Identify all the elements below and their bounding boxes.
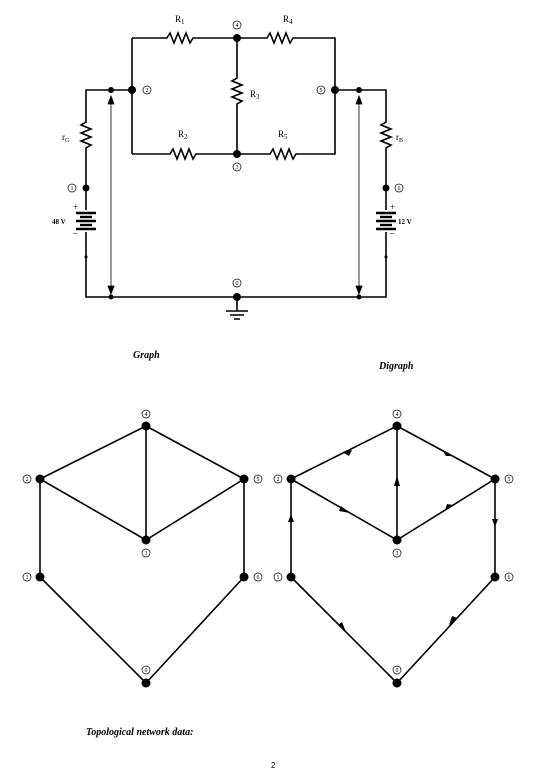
digraph-node-0: 0 (396, 668, 399, 674)
digraph-node-2: 2 (277, 477, 280, 483)
graph-node-2: 2 (26, 477, 29, 483)
graph-node-5: 5 (257, 477, 260, 483)
circuit-node-1: 1 (71, 186, 74, 192)
arrow-4-2 (342, 450, 352, 456)
label-rb: rB (396, 132, 403, 144)
graph-diagram: 4 2 5 3 1 6 0 (22, 409, 263, 688)
graph-caption: Graph (133, 350, 160, 361)
label-48v: 48 V (52, 218, 66, 226)
digraph-node-3: 3 (396, 551, 399, 557)
arrow-1-0 (338, 622, 346, 632)
circuit-node-4: 4 (236, 23, 239, 29)
arrow-3-5 (445, 504, 453, 510)
graph-node-3: 3 (145, 551, 148, 557)
plus-left: + (73, 202, 78, 212)
label-r2: R2 (178, 129, 188, 141)
arrow-6-0 (449, 616, 457, 625)
digraph-node-1: 1 (277, 575, 280, 581)
circuit-node-6: 6 (398, 186, 401, 192)
circuit-node-5: 5 (320, 88, 323, 94)
digraph-node-5: 5 (508, 477, 511, 483)
digraph-diagram: 4 2 5 3 1 6 0 (273, 409, 514, 688)
page-number: 2 (271, 761, 276, 770)
circuit-node-2: 2 (146, 88, 149, 94)
graph-node-6: 6 (257, 575, 260, 581)
digraph-node-6: 6 (508, 575, 511, 581)
circuit-node-0: 0 (236, 281, 239, 287)
arrow-3-4 (394, 476, 400, 486)
arrow-4-5 (443, 451, 452, 456)
minus-right: – (389, 228, 395, 238)
circuit-node-3: 3 (236, 165, 239, 171)
minus-left: – (72, 228, 78, 238)
graph-node-0: 0 (145, 668, 148, 674)
label-rg: rG (62, 132, 70, 144)
plus-right: + (390, 202, 395, 212)
label-r4: R4 (283, 14, 293, 26)
label-r5: R5 (278, 129, 288, 141)
topological-caption: Topological network data: (86, 727, 194, 738)
digraph-caption: Digraph (379, 361, 414, 372)
graph-node-4: 4 (145, 412, 148, 418)
digraph-node-4: 4 (396, 412, 399, 418)
label-12v: 12 V (398, 218, 412, 226)
label-r3: R3 (250, 89, 260, 101)
arrow-5-6 (492, 519, 498, 527)
arrow-2-3 (339, 506, 350, 513)
graph-node-1: 1 (26, 575, 29, 581)
label-r1: R1 (175, 14, 185, 26)
arrow-1-2 (288, 514, 294, 522)
circuit-diagram: R1 R4 R3 R2 R5 rG rB 48 V 12 V + – + – 2… (52, 14, 412, 320)
